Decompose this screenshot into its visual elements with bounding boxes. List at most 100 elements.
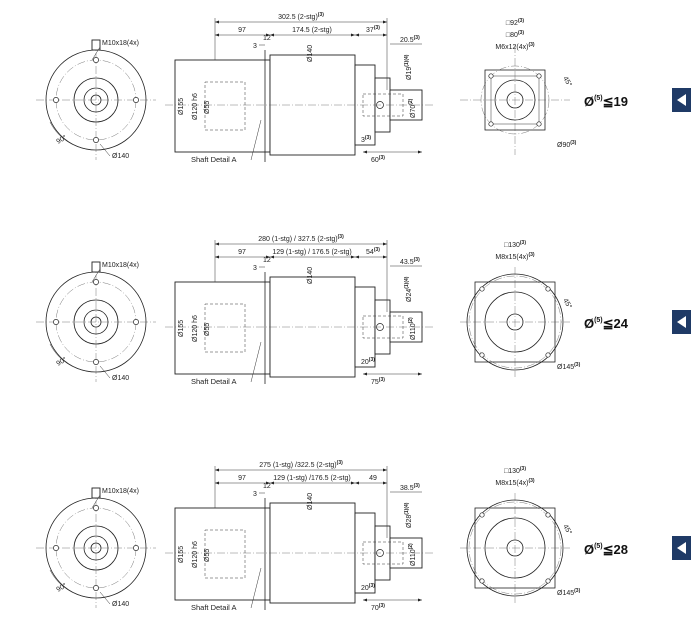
- shaft-size-selector[interactable]: Ø(5)≦24: [584, 310, 691, 334]
- total-length-label: 302.5 (2-stg)(3): [278, 12, 324, 21]
- body-length-label: 174.5 (2-stg): [292, 27, 332, 34]
- shaft-length-label: 38.5(3): [400, 483, 420, 492]
- motor-bolt-circle-label: Ø90(3): [557, 140, 577, 149]
- housing-length-label: 97: [238, 475, 246, 482]
- angle-label: 90°: [55, 581, 68, 593]
- body-length-label: 129 (1-stg) / 176.5 (2-stg): [272, 249, 351, 256]
- shaft-size-selector[interactable]: Ø(5)≦19: [584, 88, 691, 112]
- bolt-thread-label: M10x18(4x): [102, 262, 139, 269]
- total-length-label: 275 (1-stg) /322.5 (2-stg)(3): [259, 460, 343, 469]
- motor-adapter-view: □130(3) M8x15(4x)(3) 45° Ø145(3): [460, 240, 581, 377]
- motor-bolt-hole: [479, 352, 485, 358]
- motor-bolt-hole: [479, 286, 485, 292]
- housing-diameter-label: Ø155: [178, 546, 185, 563]
- pilot-fit-label: Ø120 h6: [192, 93, 199, 120]
- motor-bolt-hole: [536, 121, 542, 127]
- outer-square-label: □92(3): [506, 18, 524, 27]
- shaft-total-label: 70(3): [371, 603, 385, 612]
- bolt-hole: [93, 585, 99, 591]
- shaft-pilot-label: Ø110(2): [408, 543, 417, 566]
- shaft-pilot-label: Ø70(2): [408, 98, 417, 118]
- flange-length-label: 54(3): [366, 247, 380, 256]
- spigot-length-label: 12: [263, 257, 271, 264]
- bolt-hole: [53, 97, 59, 103]
- spigot-length-label: 12: [263, 483, 271, 490]
- flange-end-view: M10x18(4x) Ø140 90°: [36, 487, 156, 608]
- bore-diameter-label: Ø55: [204, 101, 211, 114]
- shaft-size-selector[interactable]: Ø(5)≦28: [584, 536, 691, 560]
- body-length-label: 129 (1-stg) /176.5 (2-stg): [273, 475, 350, 482]
- motor-bolt-hole: [479, 578, 485, 584]
- pilot-fit-label: Ø120 h6: [192, 541, 199, 568]
- bolt-hole: [53, 545, 59, 551]
- shaft-offset-label: 3(3): [361, 135, 371, 144]
- outer-square-label: □130(3): [504, 240, 526, 249]
- motor-angle-label: 45°: [561, 75, 573, 88]
- motor-angle-label: 45°: [561, 297, 573, 310]
- side-section-view: 302.5 (2-stg)(3) 97 174.5 (2-stg) 37(3) 12 3Ø…: [165, 12, 435, 164]
- motor-bolt-hole: [545, 578, 551, 584]
- bolt-hole: [133, 545, 139, 551]
- bolt-thread-label: M10x18(4x): [102, 488, 139, 495]
- motor-bolt-label: M8x15(4x)(3): [495, 252, 535, 261]
- shaft-size-label[interactable]: Ø(5)≦24: [584, 316, 629, 331]
- motor-bolt-hole: [488, 121, 494, 127]
- bore-diameter-label: Ø55: [204, 323, 211, 336]
- shaft-offset-label: 20(3): [361, 357, 375, 366]
- flange-end-view: M10x18(4x) Ø140 90°: [36, 261, 156, 382]
- pilot-fit-label: Ø120 h6: [192, 315, 199, 342]
- bolt-hole: [93, 505, 99, 511]
- bolt-hole: [93, 57, 99, 63]
- triangle-left-icon: [677, 316, 686, 328]
- motor-bolt-circle-label: Ø145(3): [557, 588, 581, 597]
- housing-diameter-label: Ø155: [178, 320, 185, 337]
- shaft-diameter-label: Ø19(1)(4): [404, 54, 413, 80]
- body-diameter-label: Ø140: [307, 493, 314, 510]
- bolt-hole: [133, 97, 139, 103]
- motor-adapter-view: □92(3) □80(3) M6x12(4x)(3) 45° Ø90(3): [460, 18, 577, 155]
- motor-bolt-circle-label: Ø145(3): [557, 362, 581, 371]
- bolt-circle-label: Ø140: [112, 153, 129, 160]
- shaft-offset-label: 20(3): [361, 583, 375, 592]
- motor-angle-label: 45°: [561, 523, 573, 536]
- shaft-detail-label: Shaft Detail A: [191, 155, 236, 164]
- motor-bolt-hole: [479, 512, 485, 518]
- gearbox-variant-3: M10x18(4x) Ø140 90° 275 (1-stg) /322.5 (2-s…: [36, 460, 691, 612]
- inner-square-label: □80(3): [506, 30, 524, 39]
- spigot-gap-label: 3: [253, 265, 257, 272]
- bolt-hole: [93, 279, 99, 285]
- bolt-hole: [133, 319, 139, 325]
- spigot-gap-label: 3: [253, 43, 257, 50]
- shaft-pilot-label: Ø110(2): [408, 317, 417, 340]
- side-section-view: 275 (1-stg) /322.5 (2-stg)(3) 97 129 (1-st…: [165, 460, 435, 612]
- motor-bolt-hole: [488, 73, 494, 79]
- flange-length-label: 37(3): [366, 25, 380, 34]
- shaft-size-label[interactable]: Ø(5)≦19: [584, 94, 628, 109]
- shaft-diameter-label: Ø24(1)(4): [404, 276, 413, 302]
- shaft-detail-label: Shaft Detail A: [191, 603, 236, 612]
- angle-label: 90°: [55, 133, 68, 145]
- motor-bolt-label: M8x15(4x)(3): [495, 478, 535, 487]
- motor-bolt-label: M6x12(4x)(3): [495, 42, 535, 51]
- bolt-circle-label: Ø140: [112, 375, 129, 382]
- bolt-circle-label: Ø140: [112, 601, 129, 608]
- motor-bolt-hole: [536, 73, 542, 79]
- housing-length-label: 97: [238, 27, 246, 34]
- shaft-length-label: 43.5(3): [400, 257, 420, 266]
- housing-diameter-label: Ø155: [178, 98, 185, 115]
- gearbox-variant-1: M10x18(4x) Ø140 90° 302.5 (2-stg)(3) 97 174.5…: [36, 12, 691, 164]
- spigot-length-label: 12: [263, 35, 271, 42]
- motor-bolt-hole: [545, 286, 551, 292]
- housing-length-label: 97: [238, 249, 246, 256]
- shaft-size-label[interactable]: Ø(5)≦28: [584, 542, 628, 557]
- body-diameter-label: Ø140: [307, 267, 314, 284]
- shaft-diameter-label: Ø28(1)(4): [404, 502, 413, 528]
- angle-label: 90°: [55, 355, 68, 367]
- motor-adapter-view: □130(3) M8x15(4x)(3) 45° Ø145(3): [460, 466, 581, 603]
- bolt-hole: [53, 319, 59, 325]
- outer-square-label: □130(3): [504, 466, 526, 475]
- bolt-thread-label: M10x18(4x): [102, 40, 139, 47]
- bolt-hole: [93, 359, 99, 365]
